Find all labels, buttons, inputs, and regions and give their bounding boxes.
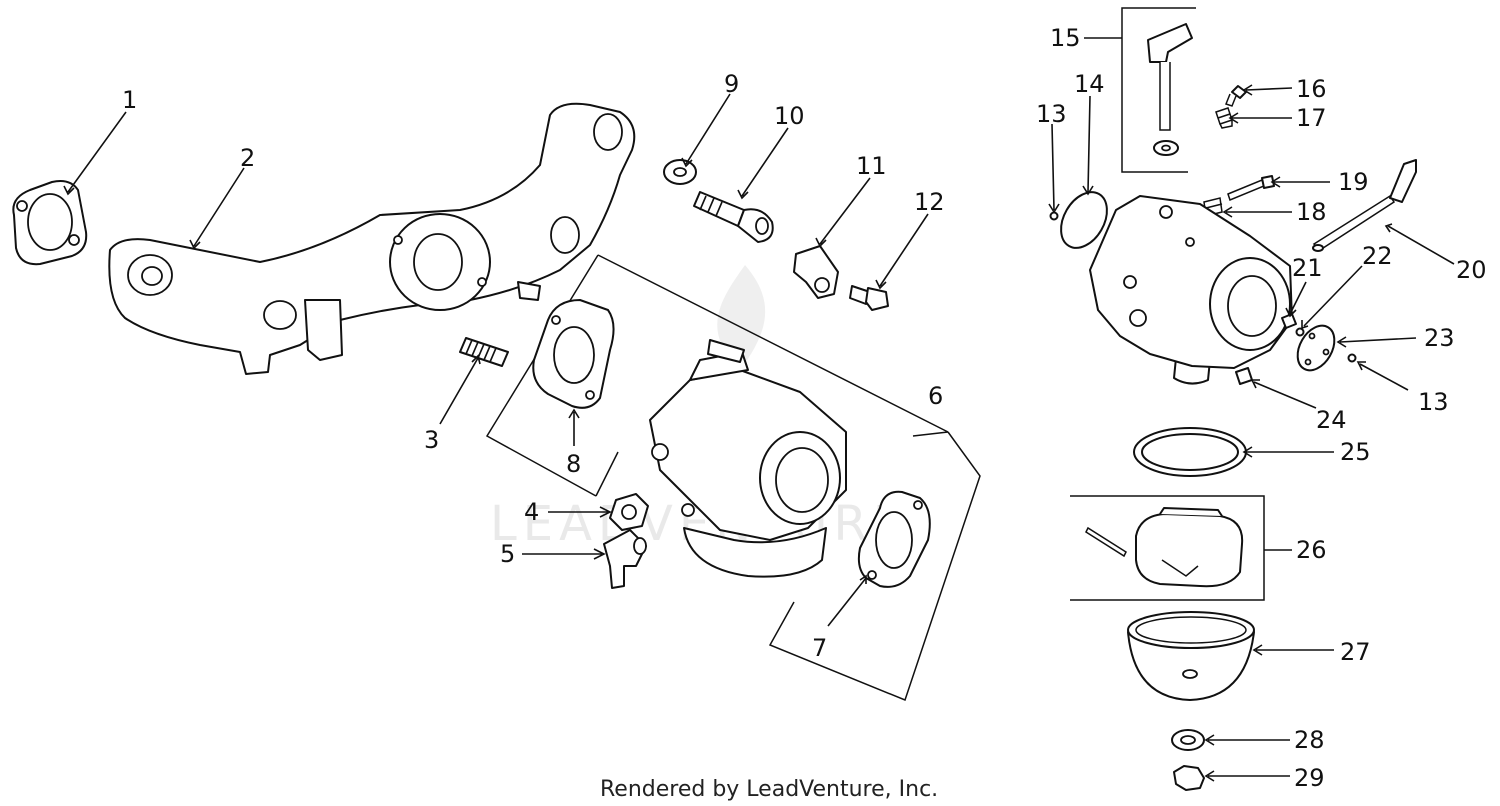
part-11-bracket[interactable]	[793, 245, 839, 299]
part-9-washer[interactable]	[663, 159, 697, 185]
part-2-manifold[interactable]	[108, 102, 636, 375]
leader-lines	[63, 37, 1455, 782]
callout-4: 4	[524, 498, 539, 526]
part-20-throttle-shaft[interactable]	[1312, 159, 1417, 252]
callout-9: 9	[724, 70, 739, 98]
part-22-ball[interactable]	[1295, 327, 1305, 337]
part-26-float[interactable]	[1085, 507, 1244, 588]
callout-16: 16	[1296, 75, 1327, 103]
callout-13a: 13	[1036, 100, 1067, 128]
assembly-15-frame	[1121, 7, 1196, 173]
carburetor-right[interactable]	[1089, 195, 1293, 385]
callout-labels: 1 2 3 4 5 6 7 8 9 10 11 12 13 14 15 16 1…	[122, 24, 1487, 792]
callout-21: 21	[1292, 254, 1323, 282]
callout-7: 7	[812, 634, 827, 662]
callout-26: 26	[1296, 536, 1327, 564]
part-15-shaft[interactable]	[1147, 23, 1193, 156]
callout-14: 14	[1074, 70, 1105, 98]
carburetor-main[interactable]	[649, 339, 847, 578]
part-16-screw[interactable]	[1225, 85, 1247, 107]
footer-credit: Rendered by LeadVenture, Inc.	[600, 777, 938, 802]
part-1-gasket[interactable]	[12, 180, 88, 266]
callout-2: 2	[240, 144, 255, 172]
part-13-screw-top[interactable]	[1049, 211, 1059, 221]
callout-20: 20	[1456, 256, 1487, 284]
callout-1: 1	[122, 86, 137, 114]
callout-12: 12	[914, 188, 945, 216]
callout-19: 19	[1338, 168, 1369, 196]
callout-24: 24	[1316, 406, 1347, 434]
part-10-bolt[interactable]	[693, 191, 774, 243]
part-21-spring[interactable]	[1281, 313, 1297, 329]
part-17-spring[interactable]	[1215, 107, 1233, 129]
callout-22: 22	[1362, 242, 1393, 270]
part-14-plate[interactable]	[1052, 184, 1117, 256]
callout-11: 11	[856, 152, 887, 180]
callout-29: 29	[1294, 764, 1325, 792]
assembly-6-frame	[485, 254, 981, 701]
part-23-plate[interactable]	[1290, 319, 1342, 377]
part-29-nut[interactable]	[1173, 765, 1205, 791]
part-4-nut[interactable]	[609, 493, 649, 531]
part-3-stud[interactable]	[459, 337, 509, 367]
part-27-bowl[interactable]	[1127, 611, 1255, 701]
callout-3: 3	[424, 426, 439, 454]
callout-28: 28	[1294, 726, 1325, 754]
callout-13b: 13	[1418, 388, 1449, 416]
part-13-screw-bottom[interactable]	[1347, 353, 1357, 363]
callout-8: 8	[566, 450, 581, 478]
callout-23: 23	[1424, 324, 1455, 352]
callout-25: 25	[1340, 438, 1371, 466]
part-28-washer[interactable]	[1171, 729, 1205, 751]
part-12-screw[interactable]	[849, 285, 889, 311]
part-8-gasket[interactable]	[532, 299, 615, 409]
part-5-elbow[interactable]	[603, 529, 647, 589]
callout-10: 10	[774, 102, 805, 130]
callout-17: 17	[1296, 104, 1327, 132]
callout-6: 6	[928, 382, 943, 410]
part-25-oring[interactable]	[1133, 427, 1247, 477]
part-24-plug[interactable]	[1235, 367, 1253, 385]
assembly-26-frame	[1070, 495, 1265, 601]
callout-5: 5	[500, 540, 515, 568]
callout-27: 27	[1340, 638, 1371, 666]
callout-15: 15	[1050, 24, 1081, 52]
part-7-gasket[interactable]	[857, 490, 931, 588]
part-19-screw[interactable]	[1227, 175, 1275, 201]
callout-18: 18	[1296, 198, 1327, 226]
